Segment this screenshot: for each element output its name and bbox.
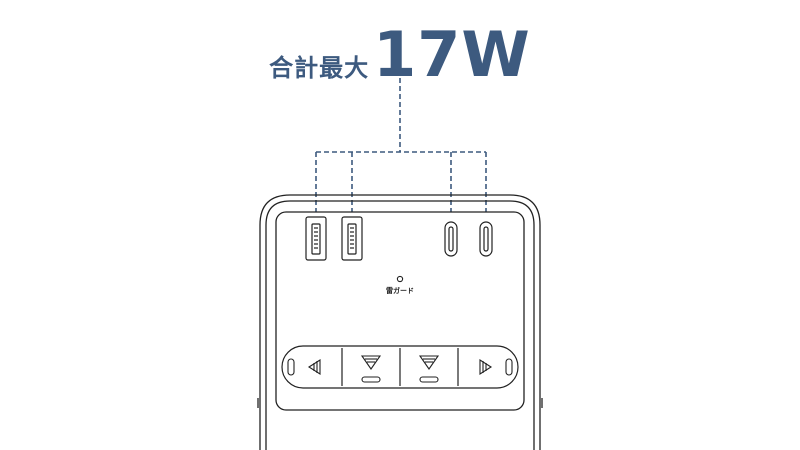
usb-c-port-2	[479, 221, 493, 257]
total-max-label: 合計最大	[269, 54, 370, 82]
ac-outlet-1-icon	[287, 358, 321, 376]
ac-outlet-3-icon	[418, 355, 440, 383]
dashed-connector-lines	[315, 78, 487, 212]
device-housing	[257, 194, 543, 450]
surge-guard-indicator-icon	[396, 275, 404, 283]
usb-c-port-1	[444, 221, 458, 257]
ac-outlet-2-icon	[360, 355, 382, 383]
surge-guard-label: 雷ガード	[386, 286, 414, 295]
ac-outlet-strip	[281, 345, 519, 389]
ac-outlet-4-icon	[479, 358, 513, 376]
usb-a-port-2	[341, 216, 363, 261]
face-panel	[275, 211, 525, 411]
usb-a-port-1	[305, 216, 327, 261]
